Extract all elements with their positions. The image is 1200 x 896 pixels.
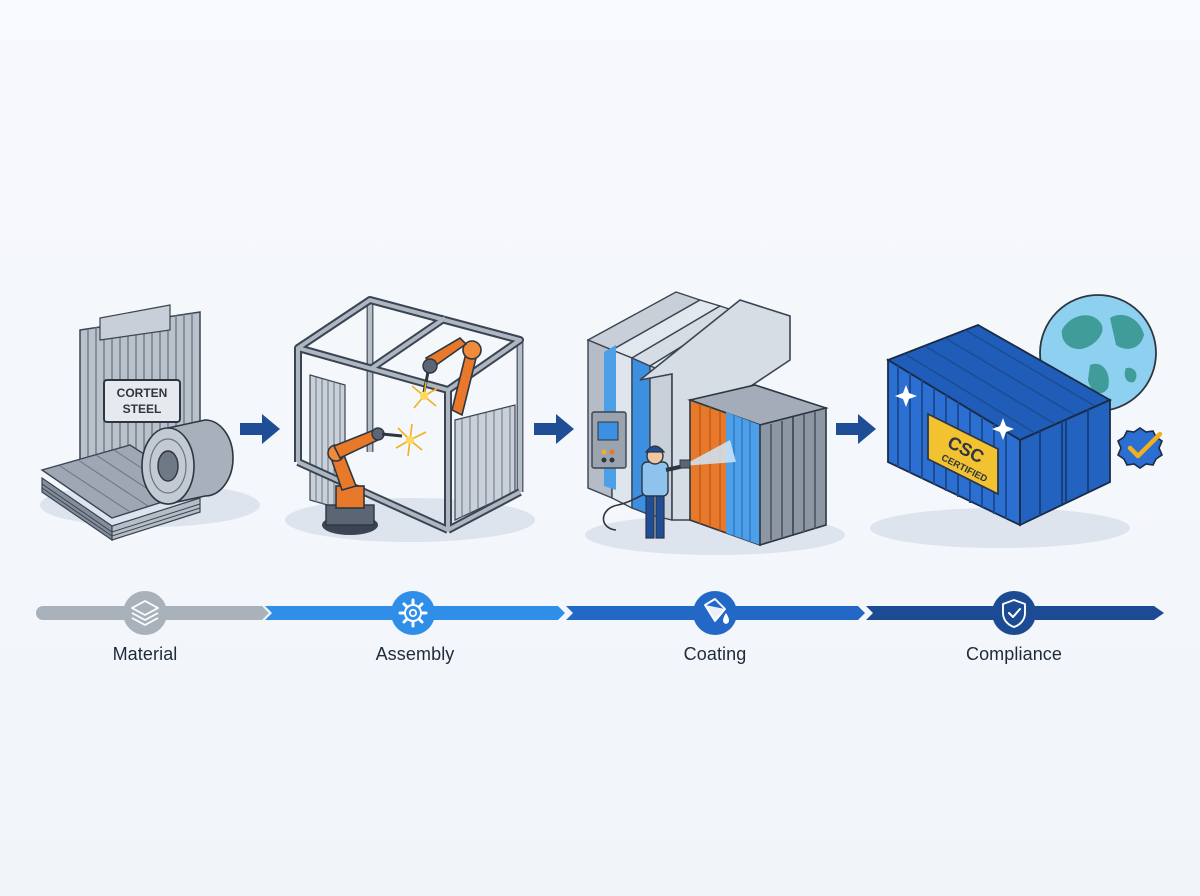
paint-bucket-icon	[693, 591, 737, 635]
assembly-illustration	[285, 296, 535, 542]
stage-label-material: Material	[112, 644, 178, 664]
material-illustration: CORTEN STEEL	[40, 304, 260, 542]
stage-label-compliance: Compliance	[965, 644, 1063, 664]
stage-label-coating: Coating	[683, 644, 747, 664]
stage-label-assembly: Assembly	[375, 644, 455, 664]
compliance-illustration: CSC CERTIFIED	[870, 294, 1163, 548]
control-panel	[591, 411, 627, 469]
csc-plate: CSC CERTIFIED	[927, 412, 999, 496]
steel-coil	[141, 419, 234, 505]
material-sign-line-1: CORTEN	[117, 386, 168, 400]
material-sign-line-2: STEEL	[123, 402, 162, 416]
coated-container	[687, 384, 829, 547]
robot-arm-right	[422, 336, 482, 417]
robot-arm-left	[322, 427, 403, 535]
layers-icon	[123, 591, 167, 635]
timeline	[36, 591, 1164, 635]
sparkle-icon	[992, 418, 1014, 440]
welding-sparks	[395, 381, 439, 457]
sparkle-icon	[895, 385, 917, 407]
flow-arrow-3	[836, 414, 876, 444]
shield-check-icon	[992, 591, 1036, 635]
material-sign: CORTEN STEEL	[103, 379, 181, 423]
coating-illustration	[585, 291, 845, 555]
gear-icon	[391, 591, 435, 635]
flow-arrow-2	[534, 414, 574, 444]
worker	[602, 445, 691, 539]
flow-arrow-1	[240, 414, 280, 444]
verified-badge-icon	[1117, 427, 1163, 469]
